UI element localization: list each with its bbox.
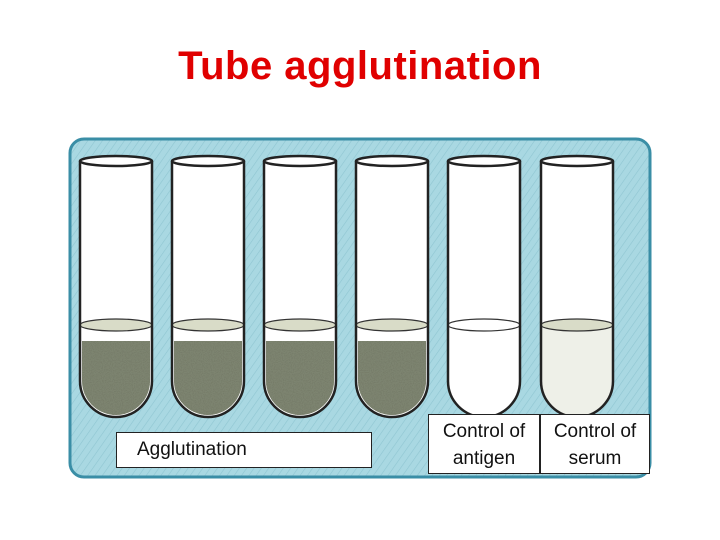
control-antigen-line-2: antigen bbox=[452, 448, 516, 469]
agglutination-label-text: Agglutination bbox=[137, 439, 247, 460]
test-tube-4-agglutinated bbox=[354, 154, 430, 419]
control-serum-line-2: serum bbox=[568, 448, 622, 469]
test-tube-3-agglutinated bbox=[262, 154, 338, 419]
control-serum-label: Control of serum bbox=[540, 414, 650, 474]
control-antigen-label: Control of antigen bbox=[428, 414, 540, 474]
test-tube-1-agglutinated bbox=[78, 154, 154, 419]
tubes-group bbox=[78, 154, 615, 419]
test-tube-2-agglutinated bbox=[170, 154, 246, 419]
tube-rack-illustration bbox=[68, 137, 652, 479]
test-tube-5-clear bbox=[446, 154, 522, 419]
agglutination-label: Agglutination bbox=[116, 432, 372, 468]
test-tube-6-cloudy bbox=[539, 154, 615, 419]
tube-rack bbox=[68, 137, 652, 479]
control-serum-line-1: Control of bbox=[553, 421, 637, 442]
page-title: Tube agglutination bbox=[178, 44, 542, 88]
control-antigen-line-1: Control of bbox=[442, 421, 526, 442]
